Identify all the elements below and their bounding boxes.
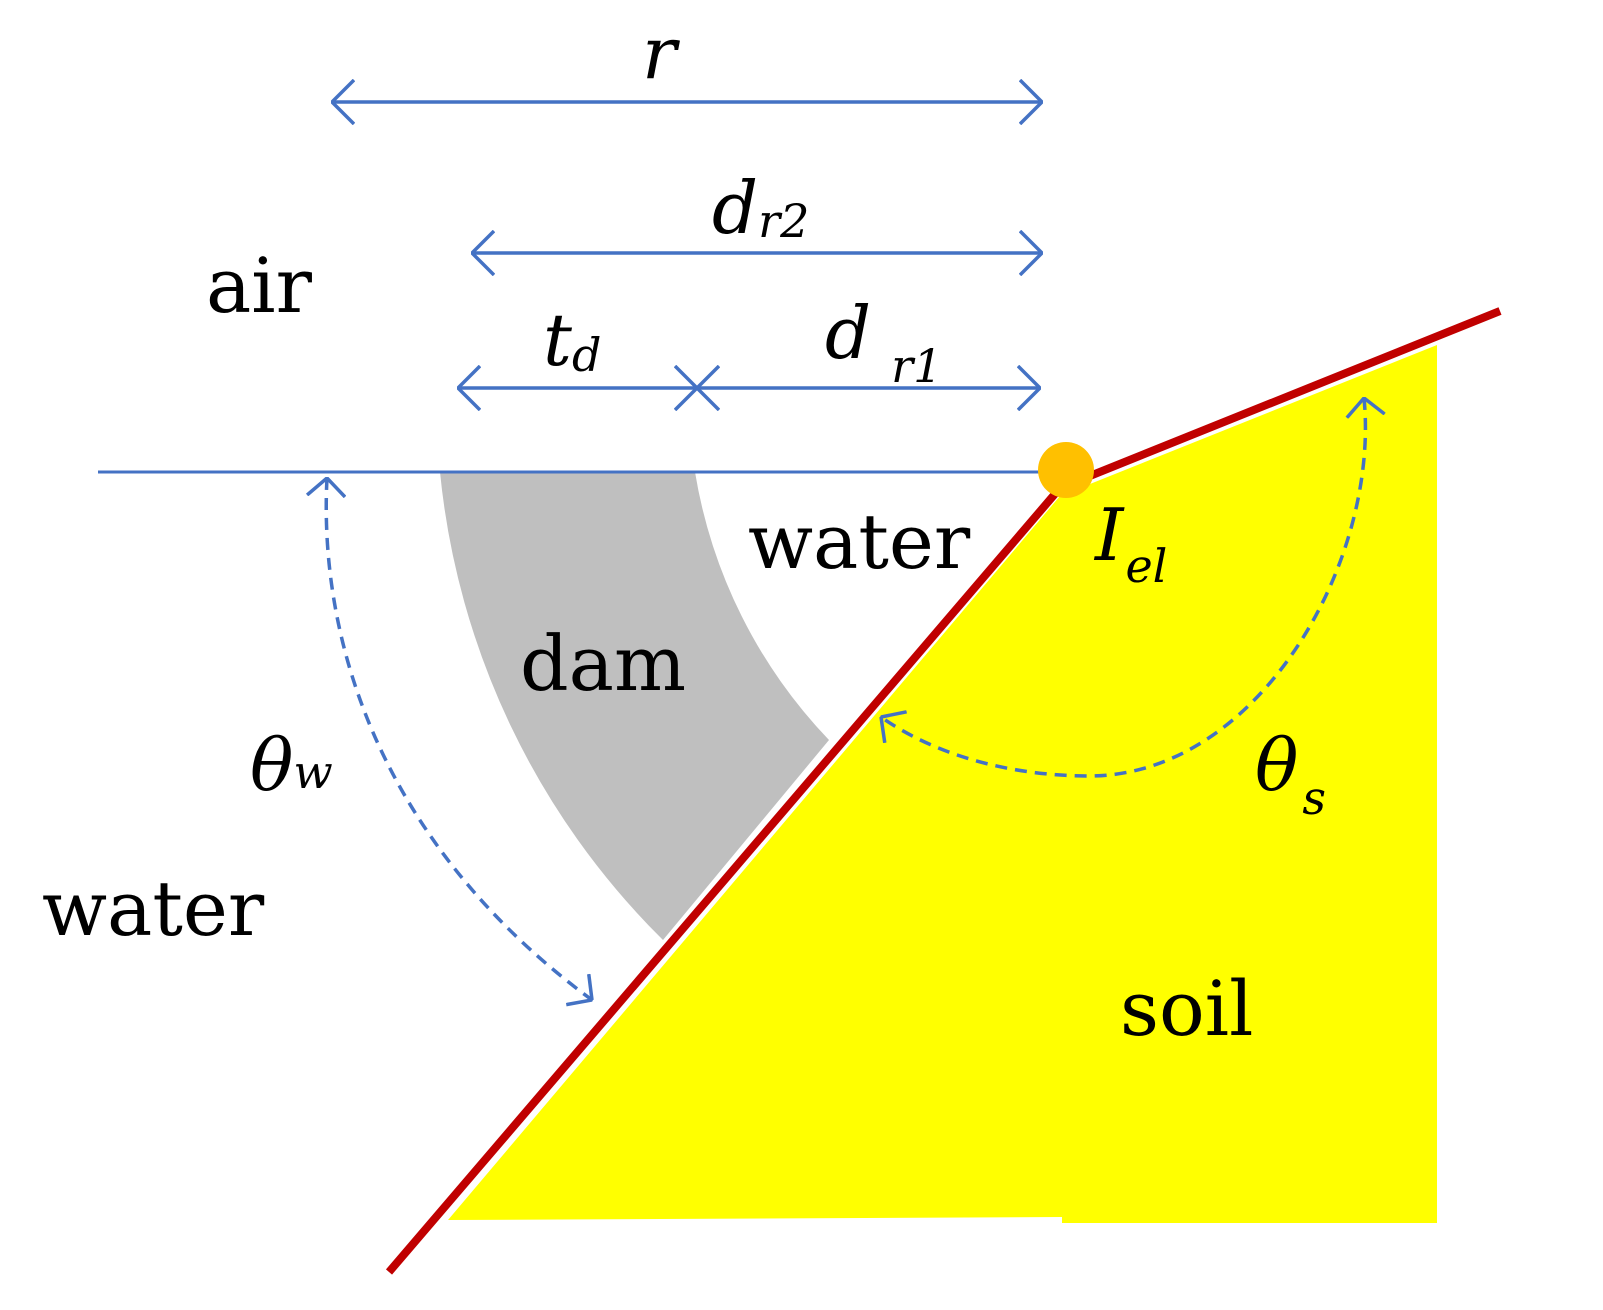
label-water-upstream: water — [42, 864, 265, 953]
label-soil: soil — [1120, 964, 1253, 1053]
label-air: air — [206, 241, 313, 330]
label-water-downstream: water — [748, 497, 971, 586]
label-theta-w: θw — [250, 723, 333, 807]
angle-arc-theta-s — [881, 398, 1365, 778]
label-dr2: dr2 — [712, 166, 809, 250]
label-dam: dam — [520, 619, 686, 708]
label-td: td — [543, 298, 601, 382]
electrode-dot — [1038, 442, 1094, 498]
label-theta-s: θs — [1255, 723, 1326, 825]
angle-arc-theta-w — [326, 478, 592, 1000]
label-r: r — [642, 11, 680, 95]
label-electrode: Iel — [1093, 493, 1167, 593]
